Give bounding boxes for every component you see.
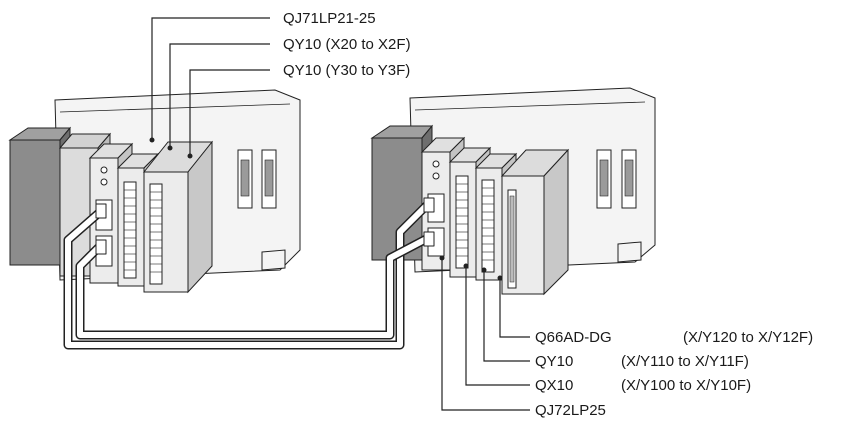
right-plc-station — [372, 88, 655, 294]
callout-label-q66ad-dg: Q66AD-DG — [535, 329, 612, 346]
callout-label-qy10: QY10 — [535, 353, 573, 370]
left-output-module-2 — [144, 142, 212, 292]
callout-range-qx10: (X/Y100 to X/Y10F) — [621, 377, 751, 394]
callout-label-qj72lp25: QJ72LP25 — [535, 402, 606, 419]
callout-range-qy10: (X/Y110 to X/Y11F) — [621, 353, 749, 370]
callout-range-q66ad-dg: (X/Y120 to X/Y12F) — [683, 329, 813, 346]
callout-label-qx10: QX10 — [535, 377, 573, 394]
callout-label-qy10-y30: QY10 (Y30 to Y3F) — [283, 62, 410, 79]
left-plc-station — [10, 90, 300, 292]
callout-label-qj71lp21: QJ71LP21-25 — [283, 10, 376, 27]
right-analog-module — [502, 150, 568, 294]
callout-label-qy10-x20: QY10 (X20 to X2F) — [283, 36, 411, 53]
